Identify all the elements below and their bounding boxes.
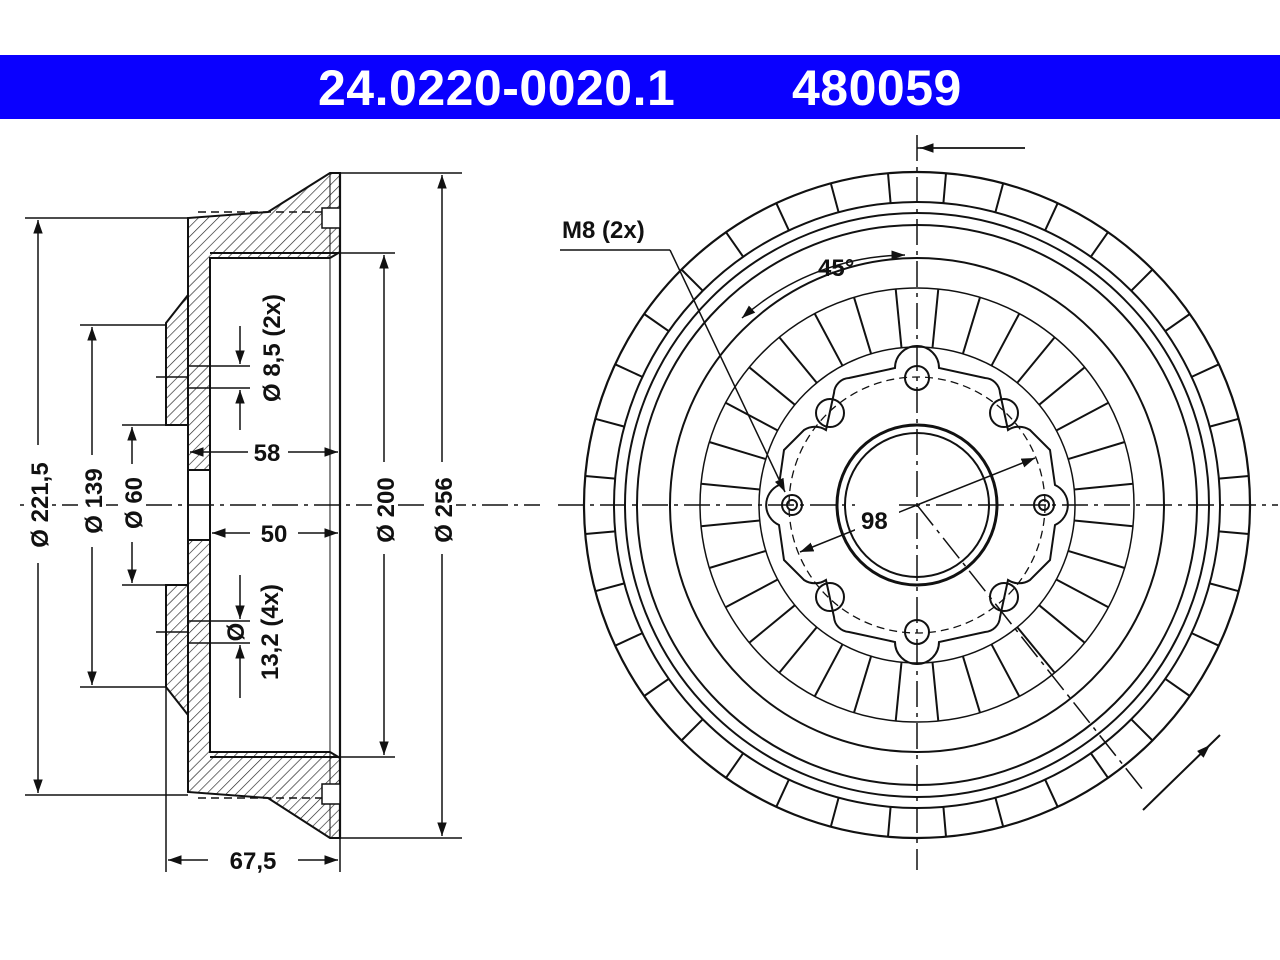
outer-fin <box>942 173 947 204</box>
dim-67-5-label: 67,5 <box>230 848 277 875</box>
title-band: 24.0220-0020.1 480059 <box>0 55 1280 119</box>
dim-13-2-symbol: Ø <box>223 623 250 642</box>
outer-fin <box>1191 363 1220 378</box>
inner-fin <box>961 655 981 713</box>
inner-fin <box>931 662 940 722</box>
dim-200-label: Ø 200 <box>373 477 400 542</box>
outer-fin <box>942 806 947 837</box>
outer-fin <box>1218 475 1249 480</box>
inner-fin <box>1055 401 1109 432</box>
inner-fin <box>1016 626 1056 674</box>
outer-fin <box>680 268 704 292</box>
outer-fin <box>585 530 616 535</box>
upper-section-body <box>165 172 341 471</box>
front-view <box>558 135 1278 870</box>
inner-fin <box>1038 604 1086 644</box>
outer-fin <box>1209 582 1239 593</box>
outer-fin <box>1130 718 1154 742</box>
part-number: 24.0220-0020.1 <box>318 60 676 116</box>
outer-fin <box>643 313 670 333</box>
inner-fin <box>894 288 903 348</box>
inner-fin <box>990 313 1021 367</box>
outer-fin <box>585 475 616 480</box>
outer-fin <box>994 797 1005 827</box>
inner-fin <box>853 297 873 355</box>
inner-fin <box>778 626 818 674</box>
outer-fin <box>1044 202 1059 231</box>
outer-fin <box>595 582 625 593</box>
dim-139-label: Ø 139 <box>81 468 108 533</box>
outer-fin <box>1089 231 1109 258</box>
inner-fin <box>1074 519 1134 528</box>
inner-fin <box>813 313 844 367</box>
inner-fin <box>961 297 981 355</box>
outer-fin <box>1218 530 1249 535</box>
dim-50-label: 50 <box>261 521 288 548</box>
inner-fin <box>778 336 818 384</box>
inner-fin <box>1055 578 1109 609</box>
inner-fin <box>748 366 796 406</box>
dim-13-2-label: 13,2 (4x) <box>257 584 284 680</box>
label-pcd-98: 98 <box>861 508 888 535</box>
inner-fin <box>894 662 903 722</box>
outer-fin <box>614 363 643 378</box>
inner-cooling-fins <box>700 288 1134 722</box>
dim-221-5-label: Ø 221,5 <box>27 462 54 547</box>
inner-fin <box>748 604 796 644</box>
front-annotation-labels: M8 (2x) 45° 98 <box>562 217 899 535</box>
outer-fin <box>1164 677 1191 697</box>
inner-fin <box>1067 441 1125 461</box>
inner-fin <box>709 549 767 569</box>
outer-fin <box>1044 779 1059 808</box>
dim-8-5-label: Ø 8,5 (2x) <box>259 294 286 402</box>
side-dimension-labels: Ø 221,5 Ø 139 Ø 60 Ø 8,5 (2x) 58 50 Ø 13… <box>24 294 458 875</box>
inner-fin <box>990 643 1021 697</box>
outer-fin <box>725 752 745 779</box>
dim-256-label: Ø 256 <box>431 477 458 542</box>
outer-fin <box>829 183 840 213</box>
inner-fin <box>725 578 779 609</box>
inner-fin <box>853 655 873 713</box>
outer-fin <box>775 202 790 231</box>
hub-flange <box>765 345 1069 665</box>
outer-fin <box>887 806 892 837</box>
inner-fin <box>700 482 760 491</box>
outer-fin <box>643 677 670 697</box>
outer-cooling-fins <box>585 173 1249 837</box>
lower-section-body <box>165 539 341 839</box>
inner-fin <box>931 288 940 348</box>
inner-fin <box>813 643 844 697</box>
outer-fin <box>1089 752 1109 779</box>
inner-fin <box>700 519 760 528</box>
inner-fin <box>1016 336 1056 384</box>
outer-fin <box>1191 632 1220 647</box>
outer-fin <box>595 417 625 428</box>
outer-fin <box>1130 268 1154 292</box>
outer-fin <box>775 779 790 808</box>
side-section-view <box>20 172 540 839</box>
outer-fin <box>1164 313 1191 333</box>
outer-fin <box>887 173 892 204</box>
label-m8-bolts: M8 (2x) <box>562 217 645 244</box>
inner-fin <box>1067 549 1125 569</box>
outer-fin <box>829 797 840 827</box>
dim-60-label: Ø 60 <box>121 477 148 529</box>
label-angle: 45° <box>818 255 854 282</box>
inner-fin <box>725 401 779 432</box>
inner-fin <box>709 441 767 461</box>
outer-fin <box>725 231 745 258</box>
outer-fin <box>994 183 1005 213</box>
inner-fin <box>1074 482 1134 491</box>
outer-fin <box>614 632 643 647</box>
outer-fin <box>1209 417 1239 428</box>
inner-fin <box>1038 366 1086 406</box>
outer-fin <box>680 718 704 742</box>
dim-58-label: 58 <box>254 440 281 467</box>
reference-number: 480059 <box>792 60 962 116</box>
